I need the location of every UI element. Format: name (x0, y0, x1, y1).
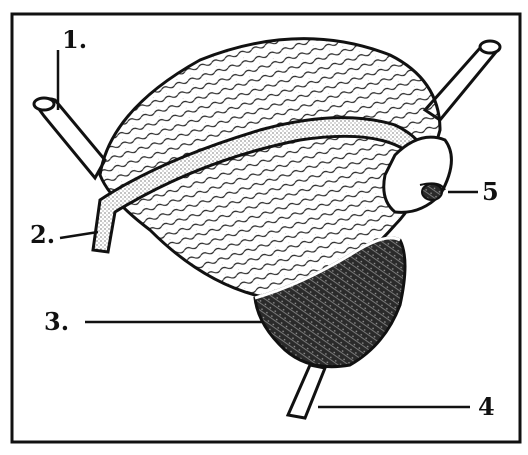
label-1: 1. (62, 25, 87, 54)
leader-line-2 (60, 232, 98, 238)
label-4: 4 (478, 392, 495, 421)
stalk (288, 365, 325, 418)
label-5: 5 (482, 177, 499, 206)
label-3: 3. (44, 307, 69, 336)
left-vessel (34, 98, 105, 178)
label-2: 2. (30, 220, 55, 249)
